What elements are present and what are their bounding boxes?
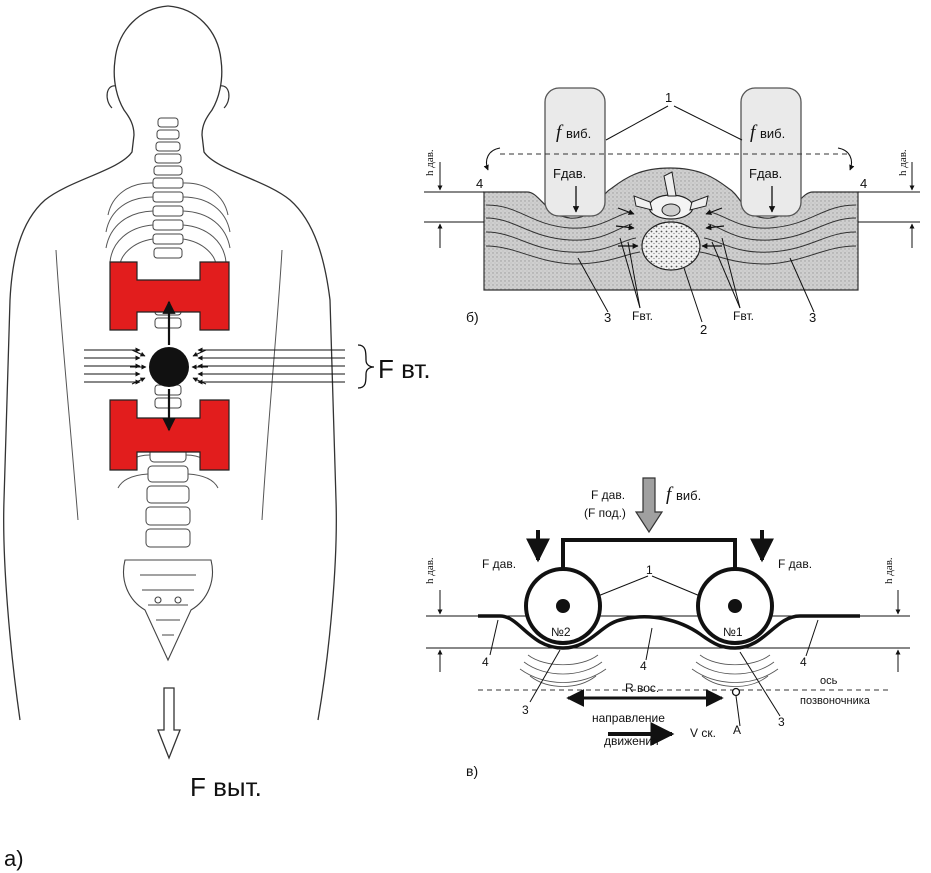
roller-1-label: №1 <box>723 625 743 639</box>
panel-c-label: в) <box>466 763 478 779</box>
deformation-arcs <box>519 654 779 687</box>
skin-wave <box>478 614 860 650</box>
force-pull-label: F выт. <box>190 772 262 802</box>
c-h-right: h дав. <box>883 557 895 584</box>
c-fdav-right: F дав. <box>778 557 812 571</box>
c-dir-1: направление <box>592 711 665 725</box>
pelvis <box>123 559 213 662</box>
force-side-label: F вт. <box>378 354 431 384</box>
panel-c-roller-mechanism <box>426 477 910 746</box>
pad-left-vib: виб. <box>566 126 591 141</box>
c-fdav-left: F дав. <box>482 557 516 571</box>
c-axis-1: ось <box>820 675 838 687</box>
b-num-4-left: 4 <box>476 176 483 191</box>
pad-left-fdav: Fдав. <box>553 166 586 181</box>
b-num-3-left: 3 <box>604 310 611 325</box>
c-h-left: h дав. <box>424 557 436 584</box>
b-h-left: h дав. <box>424 149 436 176</box>
vertebra-body <box>641 221 701 271</box>
c-fvib-f: f <box>666 484 674 505</box>
c-fdav-top: F дав. <box>591 488 625 502</box>
panel-a-body-figure <box>3 5 375 760</box>
pad-right-vib: виб. <box>760 126 785 141</box>
c-num-4-a: 4 <box>482 655 489 669</box>
c-axis-2: позвоночника <box>800 695 871 707</box>
body-outline-left <box>3 5 169 721</box>
b-fvt-right: Fвт. <box>733 309 754 323</box>
c-fpod: (F под.) <box>584 506 626 520</box>
c-fvib-vib: виб. <box>676 488 701 503</box>
b-fvt-left: Fвт. <box>632 309 653 323</box>
lower-clamp <box>109 399 230 471</box>
body-outline-right <box>167 5 337 721</box>
pad-right-f: f <box>750 122 758 143</box>
c-num-3-right: 3 <box>778 715 785 729</box>
c-r-label: R вос. <box>625 681 659 695</box>
c-num-1: 1 <box>646 563 653 577</box>
c-dir-2: движения <box>604 734 659 748</box>
pad-right-fdav: Fдав. <box>749 166 782 181</box>
vertebra-compression-arrows <box>615 207 725 249</box>
pull-arrow <box>157 687 181 760</box>
c-point-a: А <box>733 723 741 737</box>
force-brace <box>357 344 375 389</box>
roller-2-label: №2 <box>551 625 571 639</box>
pressure-pad-right <box>740 87 802 217</box>
b-num-2: 2 <box>700 322 707 337</box>
b-num-3-right: 3 <box>809 310 816 325</box>
point-a-marker <box>731 687 741 697</box>
c-num-4-c: 4 <box>800 655 807 669</box>
c-num-4-b: 4 <box>640 659 647 673</box>
panel-b-cross-section <box>424 87 920 323</box>
b-num-4-right: 4 <box>860 176 867 191</box>
target-vertebra-ball <box>149 347 189 387</box>
pad-left-f: f <box>556 122 564 143</box>
panel-a-label: а) <box>4 846 24 871</box>
b-h-right: h дав. <box>897 149 909 176</box>
tissue-strata <box>485 204 857 265</box>
panel-b-label: б) <box>466 309 479 325</box>
c-v-label: V ск. <box>690 726 716 740</box>
pressure-pad-left <box>544 87 606 217</box>
b-num-1: 1 <box>665 90 672 105</box>
top-force-arrow <box>634 477 664 534</box>
side-force-lines <box>84 347 345 385</box>
c-num-3-left: 3 <box>522 703 529 717</box>
upper-clamp <box>109 261 230 331</box>
